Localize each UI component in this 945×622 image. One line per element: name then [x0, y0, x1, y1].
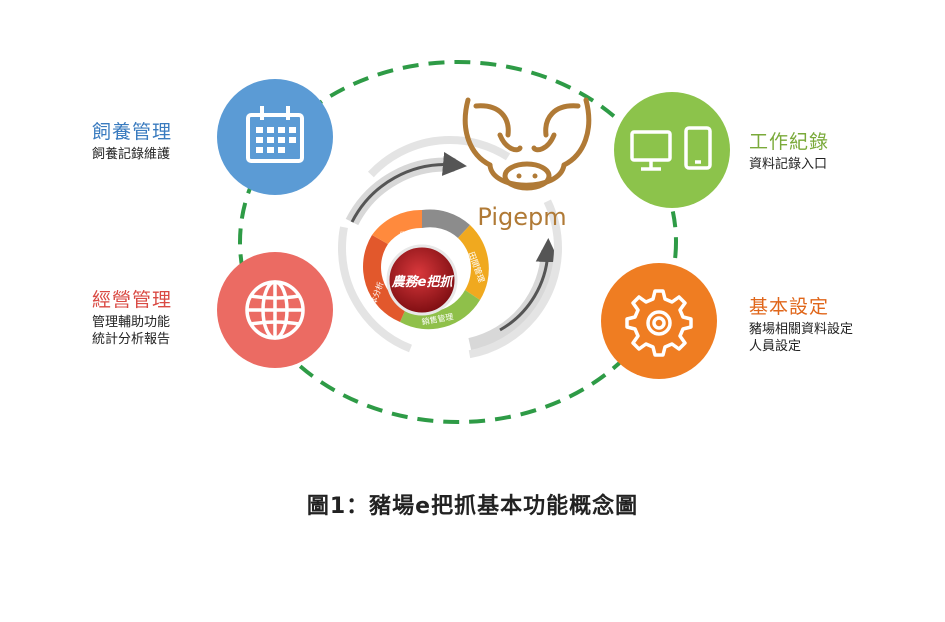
cycle-arrows: [338, 136, 562, 360]
monitor-tablet-icon: [630, 126, 712, 171]
node-settings: [601, 263, 717, 379]
settings-line-1: 豬場相關資料設定: [749, 321, 854, 337]
business-line-2: 統計分析報告: [92, 332, 171, 348]
cycle-label-plan: 生產計劃: [399, 230, 431, 240]
work-log-title: 工作紀錄: [749, 131, 830, 153]
calendar-icon: [246, 106, 304, 163]
node-feeding: [217, 79, 333, 195]
feeding-line-1: 飼養記錄維護: [92, 146, 171, 162]
settings-label-group: 基本設定 豬場相關資料設定 人員設定: [749, 295, 853, 356]
pig-logo: [462, 97, 592, 191]
feeding-label-group: 飼養管理 飼養記錄維護: [92, 120, 172, 163]
gear-icon: [625, 289, 693, 357]
business-title: 經營管理: [92, 289, 173, 311]
node-business: [217, 252, 333, 368]
core-disc: [386, 244, 458, 316]
settings-line-2: 人員設定: [749, 339, 802, 355]
node-work-log: [614, 92, 730, 208]
core-text: 農務e把抓: [391, 274, 455, 290]
work-log-label-group: 工作紀錄 資料記錄入口: [749, 130, 829, 173]
business-line-1: 管理輔助功能: [92, 314, 171, 330]
business-label-group: 經營管理 管理輔助功能 統計分析報告: [92, 288, 172, 349]
work-log-line-1: 資料記錄入口: [749, 156, 828, 172]
brand-text: Pigepm: [477, 203, 566, 231]
feeding-title: 飼養管理: [92, 121, 173, 143]
globe-icon: [245, 280, 305, 340]
figure-caption: 圖1：豬場e把抓基本功能概念圖: [306, 494, 639, 519]
dashed-ring: [238, 60, 678, 424]
settings-title: 基本設定: [749, 296, 830, 318]
